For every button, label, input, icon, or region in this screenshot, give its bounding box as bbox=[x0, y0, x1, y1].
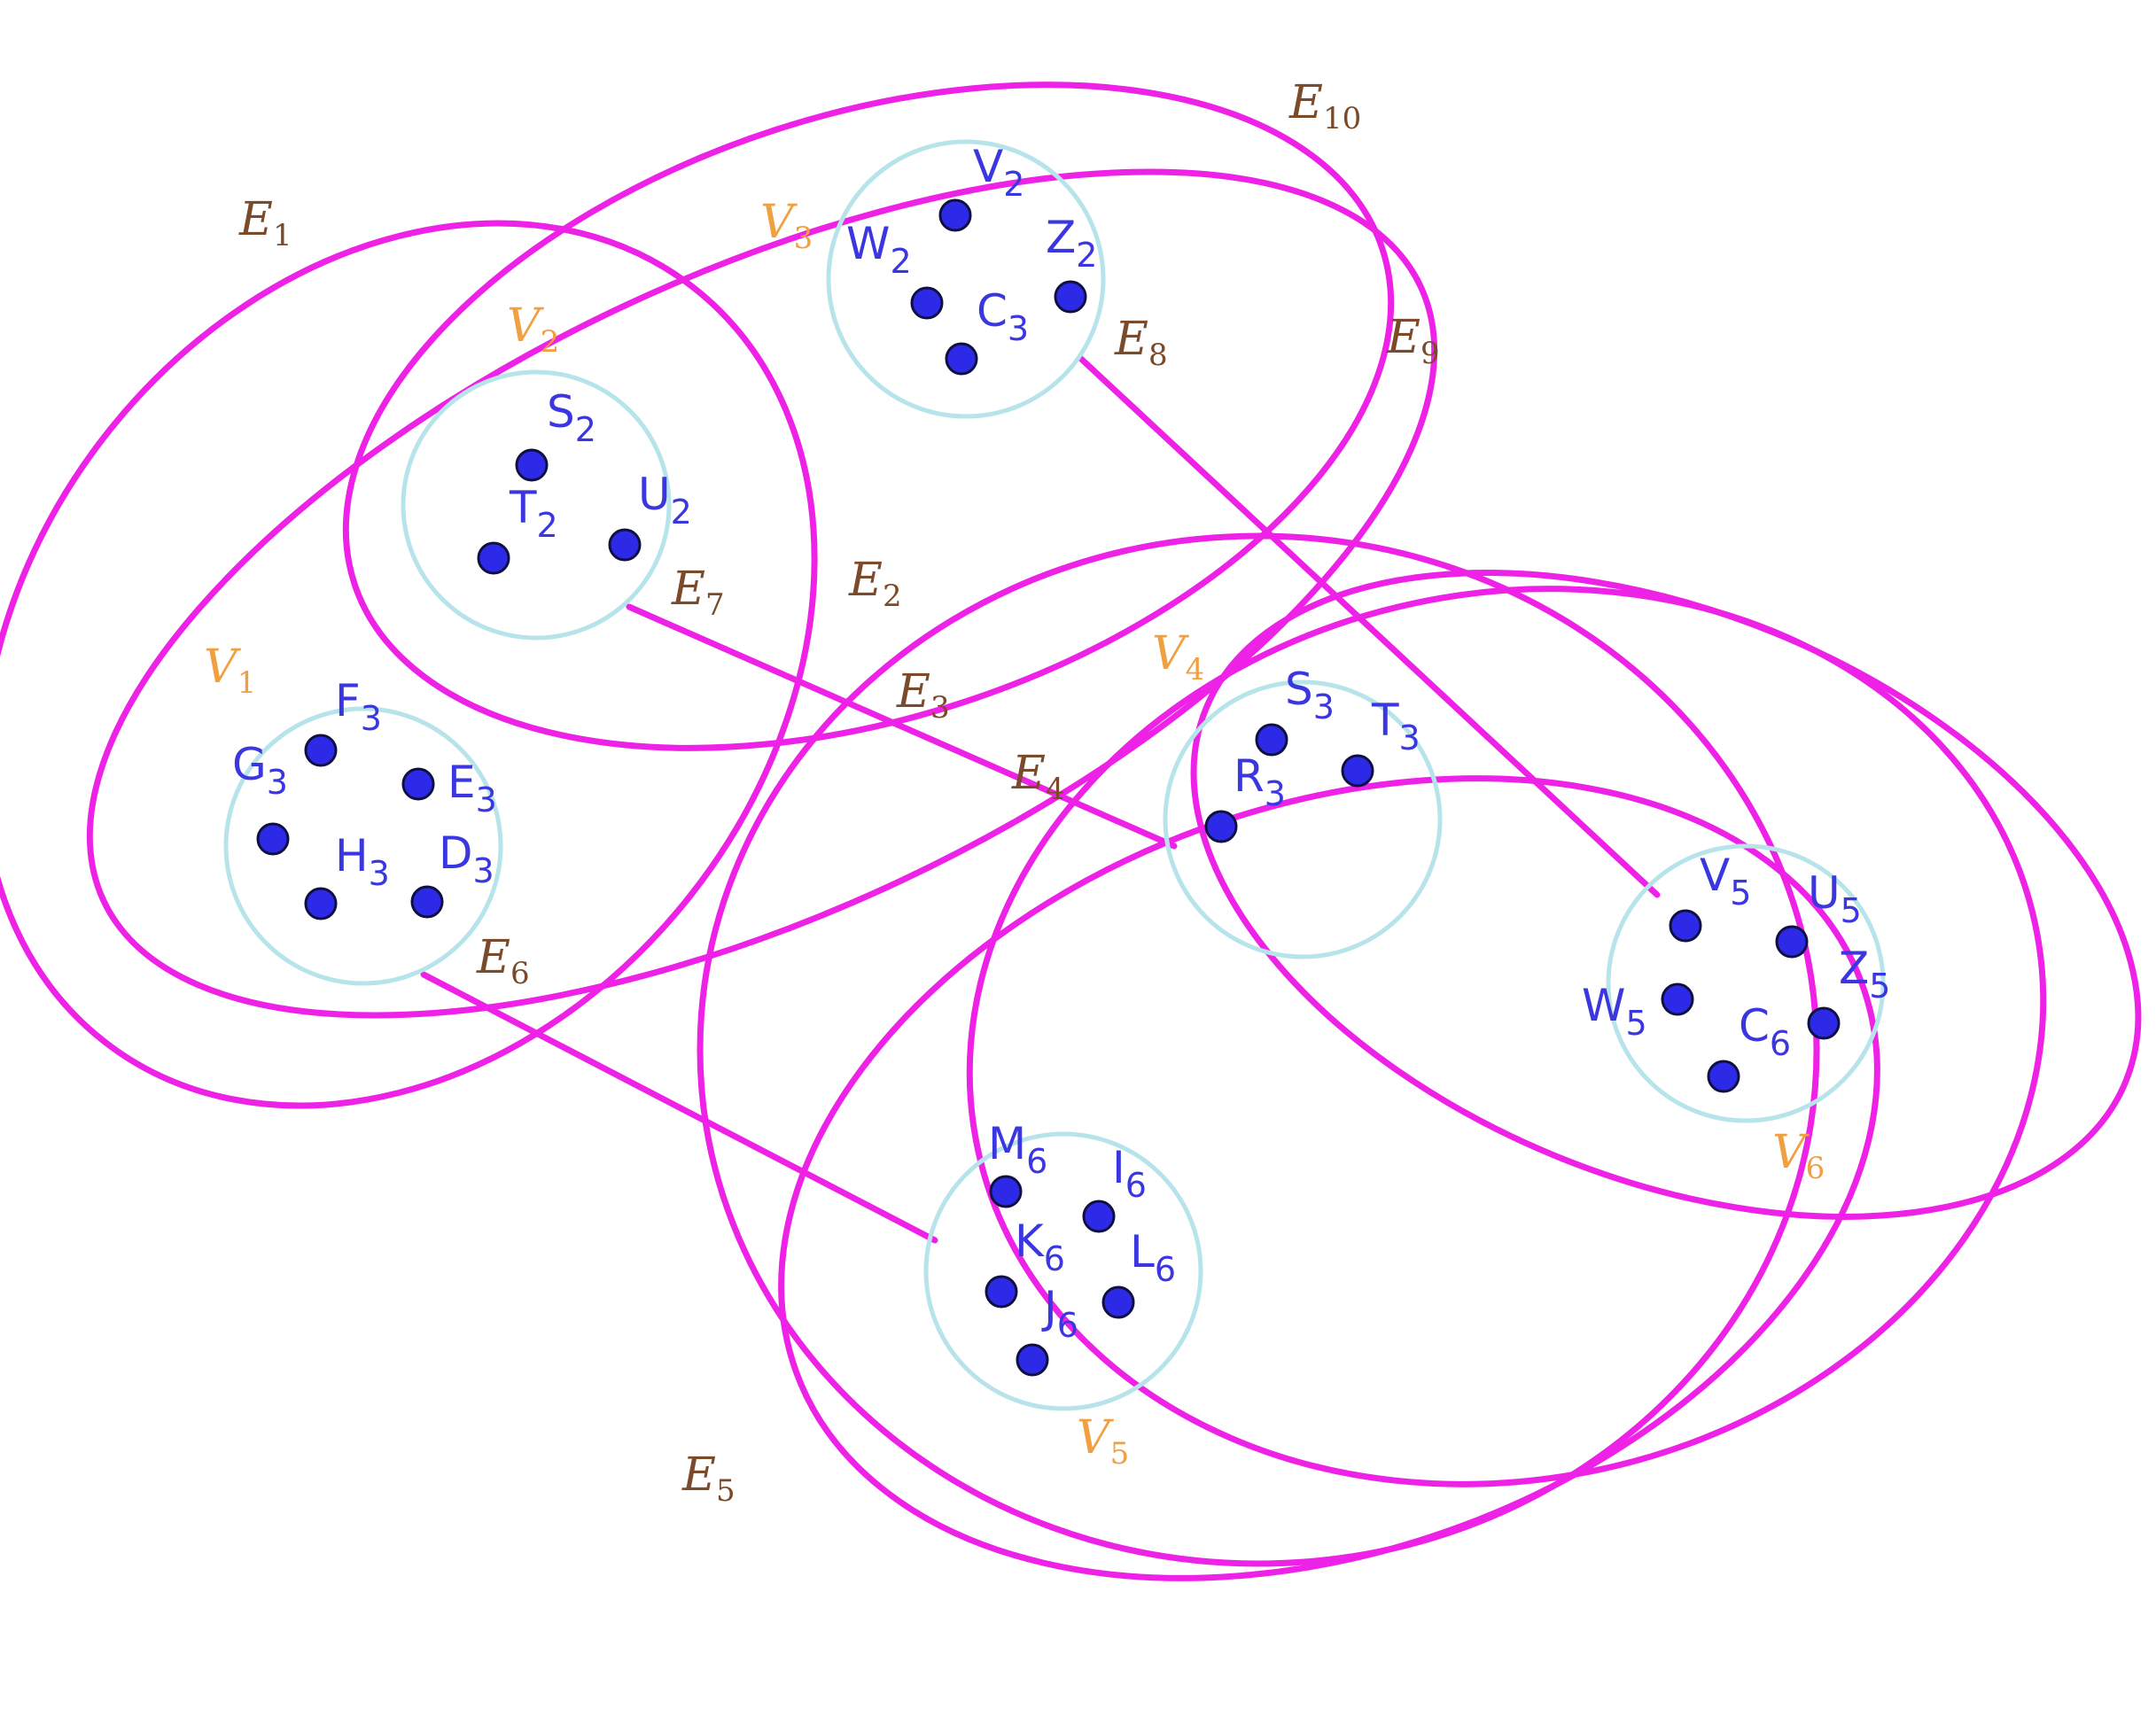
vertex-h3 bbox=[304, 887, 338, 920]
vertex-label-u2: U2 bbox=[638, 469, 692, 532]
hyperedge-label-e1: E1 bbox=[238, 193, 292, 253]
vertex-s2 bbox=[515, 448, 549, 482]
group-labels: V1 V2 V3 V4 V5 V6 bbox=[204, 196, 1825, 1472]
hyperedge-e10 bbox=[342, 82, 1395, 751]
hyperedge-e2 bbox=[697, 532, 1820, 1567]
vertex-u5 bbox=[1775, 925, 1809, 959]
group-label-v6: V6 bbox=[1772, 1126, 1825, 1186]
vertex-v2 bbox=[938, 198, 972, 232]
vertex-label-u5: U5 bbox=[1808, 867, 1862, 930]
vertex-label-r3: R3 bbox=[1234, 750, 1286, 813]
vertex-label-g3: G3 bbox=[232, 739, 288, 802]
vertex-f3 bbox=[304, 734, 338, 767]
group-circle-v1 bbox=[223, 706, 503, 986]
vertex-e3 bbox=[401, 767, 435, 801]
vertex-groups bbox=[223, 139, 1886, 1411]
vertex-label-k6: K6 bbox=[1015, 1215, 1065, 1278]
vertex-label-z5: Z5 bbox=[1839, 943, 1890, 1006]
group-label-v4: V4 bbox=[1152, 627, 1204, 687]
group-label-v3: V3 bbox=[760, 196, 813, 256]
vertex-label-v5: V5 bbox=[1700, 850, 1751, 912]
vertex-label-w2: W2 bbox=[846, 218, 912, 281]
vertex-label-s3: S3 bbox=[1285, 664, 1335, 726]
vertex-w2 bbox=[910, 286, 944, 320]
hyperedge-e4 bbox=[1190, 570, 2142, 1220]
vertices bbox=[256, 198, 1841, 1377]
vertex-label-t3: T3 bbox=[1371, 695, 1420, 757]
group-circle-v2 bbox=[401, 369, 672, 641]
vertex-label-z2: Z2 bbox=[1046, 212, 1097, 275]
hyperedge-label-e5: E5 bbox=[681, 1448, 736, 1509]
group-circle-v4 bbox=[1163, 680, 1443, 959]
vertex-label-d3: D3 bbox=[439, 827, 494, 890]
vertex-c3 bbox=[945, 342, 978, 376]
vertex-label-t2: T2 bbox=[509, 482, 558, 545]
vertex-s3 bbox=[1255, 723, 1288, 757]
hyperedge-label-e9: E9 bbox=[1386, 311, 1440, 371]
vertex-label-s2: S2 bbox=[547, 386, 596, 449]
vertex-t3 bbox=[1341, 754, 1374, 788]
group-label-v5: V5 bbox=[1077, 1411, 1129, 1472]
hyperedge-label-e7: E7 bbox=[671, 563, 725, 623]
vertex-label-c6: C6 bbox=[1739, 1000, 1791, 1063]
vertex-l6 bbox=[1101, 1285, 1135, 1319]
hyperedge-label-e10: E10 bbox=[1288, 76, 1361, 136]
hyperedge-label-e8: E8 bbox=[1114, 313, 1168, 373]
hyperedge-labels: E1 E10 E9 E8 E7 E2 E3 E4 E6 E5 bbox=[238, 76, 1440, 1509]
vertex-label-m6: M6 bbox=[988, 1118, 1047, 1181]
vertex-label-v2: V2 bbox=[973, 141, 1024, 204]
group-circle-v5 bbox=[923, 1131, 1203, 1411]
hyperedge-label-e3: E3 bbox=[896, 665, 950, 726]
hyperedge-e5 bbox=[778, 775, 1880, 1581]
vertex-k6 bbox=[985, 1275, 1018, 1309]
group-label-v1: V1 bbox=[204, 641, 256, 701]
hyperedge-label-e6: E6 bbox=[476, 931, 530, 991]
group-label-v2: V2 bbox=[507, 299, 559, 360]
vertex-u2 bbox=[608, 528, 642, 562]
hyperedge-e1 bbox=[0, 220, 818, 1109]
vertex-label-l6: L6 bbox=[1130, 1226, 1176, 1289]
vertex-label-j6: J6 bbox=[1041, 1282, 1078, 1345]
group-circle-v3 bbox=[826, 139, 1106, 419]
hyperedge-label-e4: E4 bbox=[1011, 747, 1065, 807]
hyperedge-e6 bbox=[420, 971, 938, 1244]
vertex-label-i6: I6 bbox=[1112, 1142, 1147, 1205]
vertex-d3 bbox=[410, 885, 444, 919]
hyperedge-e8 bbox=[1078, 355, 1661, 898]
vertex-j6 bbox=[1016, 1343, 1049, 1377]
vertex-label-e3: E3 bbox=[448, 757, 497, 819]
vertex-z5 bbox=[1807, 1006, 1841, 1040]
hyperedge-e3 bbox=[966, 586, 2047, 1487]
vertex-m6 bbox=[989, 1175, 1023, 1208]
group-circle-v6 bbox=[1606, 843, 1886, 1123]
vertex-r3 bbox=[1204, 810, 1238, 843]
vertex-v5 bbox=[1669, 909, 1702, 943]
hyperedge-e7 bbox=[626, 603, 1178, 850]
vertex-g3 bbox=[256, 822, 290, 856]
hyperedge-label-e2: E2 bbox=[848, 554, 902, 614]
vertex-label-c3: C3 bbox=[977, 285, 1029, 348]
vertex-label-w5: W5 bbox=[1582, 980, 1647, 1043]
hyperedge-e9 bbox=[86, 168, 1438, 1019]
vertex-z2 bbox=[1054, 280, 1087, 314]
vertex-c6 bbox=[1707, 1060, 1740, 1093]
vertex-w5 bbox=[1661, 982, 1694, 1016]
vertex-label-f3: F3 bbox=[335, 675, 382, 738]
vertex-label-h3: H3 bbox=[335, 830, 390, 893]
vertex-i6 bbox=[1082, 1200, 1116, 1233]
vertex-labels: F3 G3 E3 H3 D3 S2 T2 U2 V2 W2 Z2 C3 S3 T… bbox=[232, 141, 1890, 1345]
vertex-t2 bbox=[477, 541, 510, 575]
